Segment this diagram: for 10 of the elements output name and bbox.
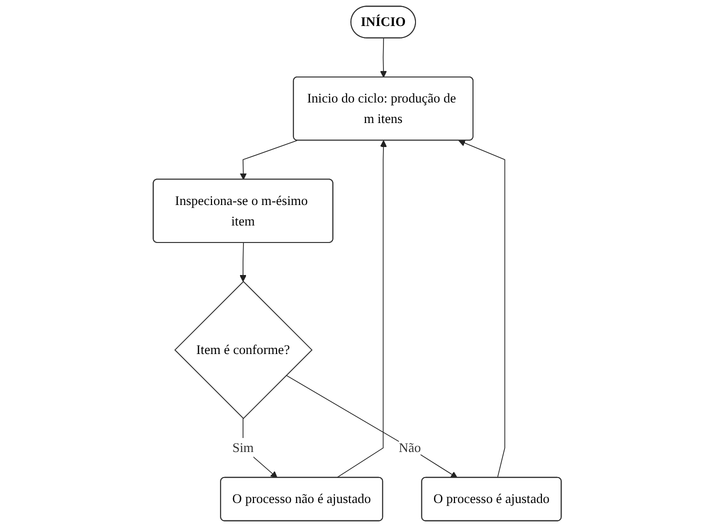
arrow (240, 242, 247, 282)
arrow (240, 140, 298, 180)
arrow (380, 38, 388, 78)
edge-label: Não (399, 440, 422, 456)
arrow (286, 374, 458, 478)
node-diamond: Item é conforme? (174, 280, 313, 420)
edge-label: Sim (232, 440, 254, 456)
arrow (242, 418, 278, 478)
arrow (336, 140, 388, 478)
arrow (458, 140, 506, 478)
